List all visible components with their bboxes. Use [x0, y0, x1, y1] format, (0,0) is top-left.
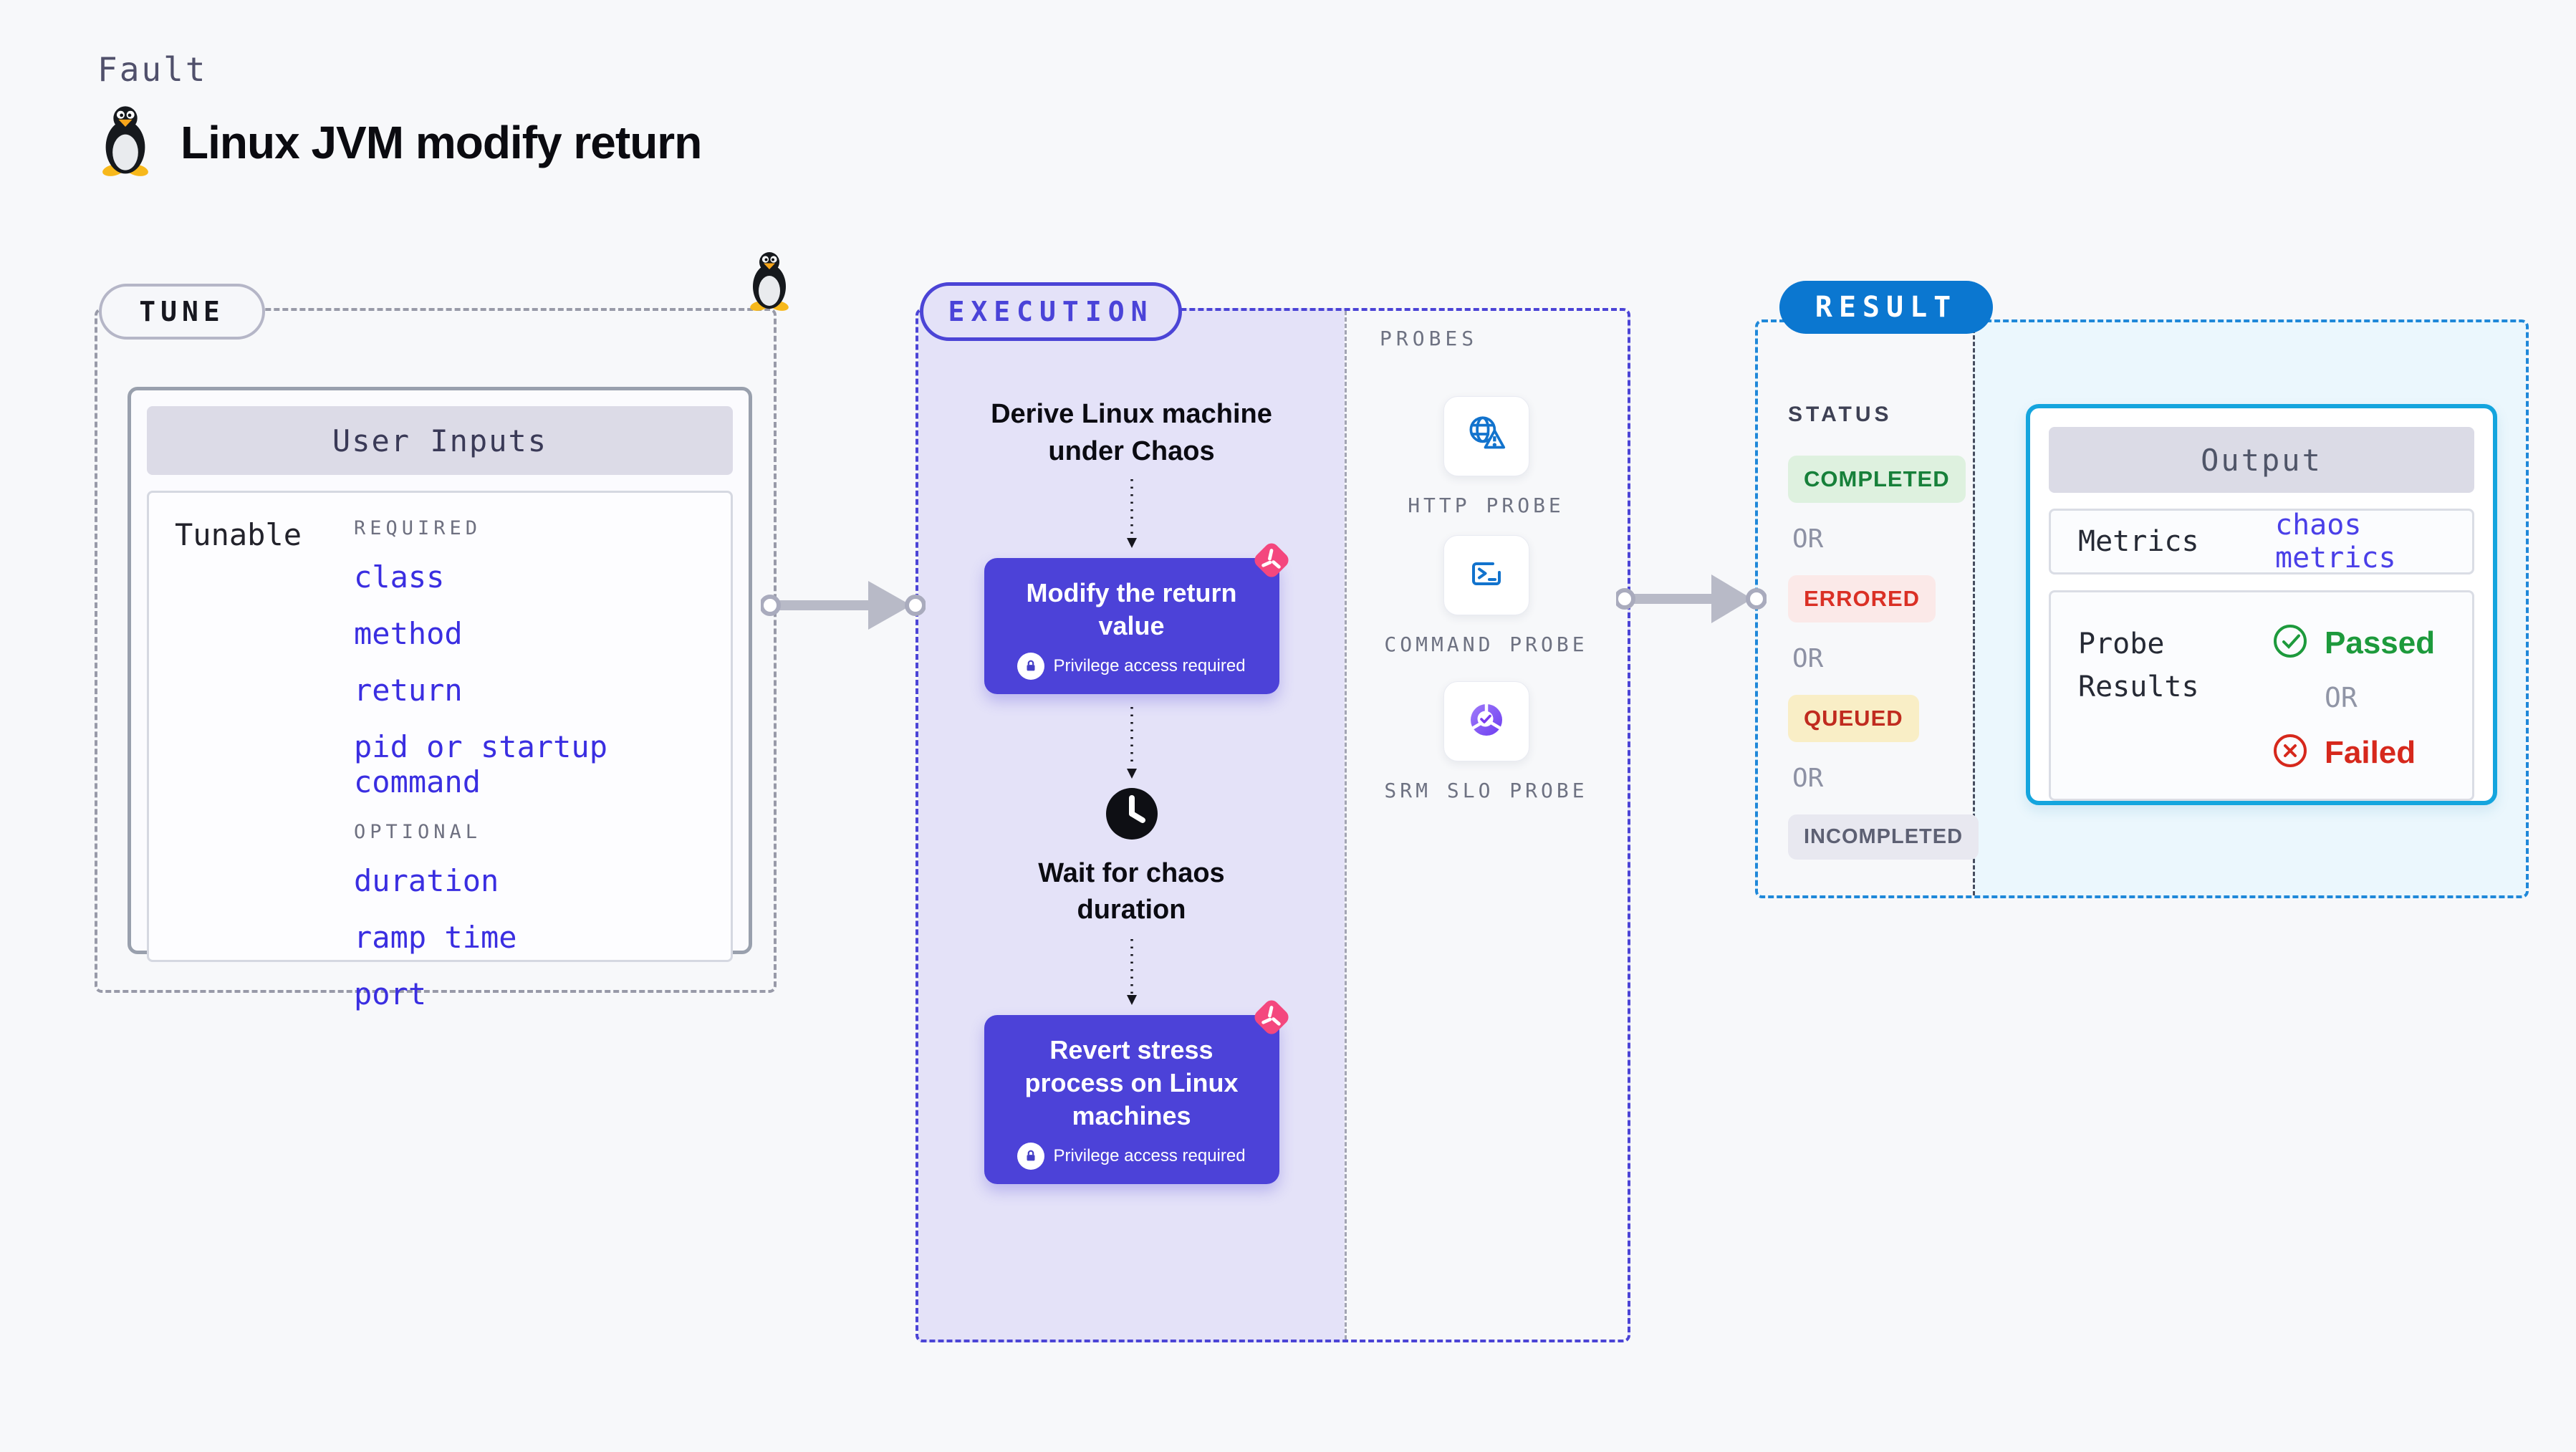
command-probe-label: COMMAND PROBE — [1384, 633, 1588, 656]
srm-slo-probe-card — [1443, 681, 1529, 761]
execution-section-pill: EXECUTION — [920, 282, 1182, 341]
dotted-arrow-icon — [1126, 479, 1137, 548]
privilege-badge: Privilege access required — [1000, 653, 1264, 681]
chaos-fault-icon — [1251, 539, 1292, 581]
check-circle-icon — [2272, 622, 2309, 663]
user-inputs-header: User Inputs — [147, 406, 733, 475]
result-divider — [1973, 322, 1975, 895]
status-heading: STATUS — [1788, 403, 1893, 426]
action-revert-stress: Revert stress process on Linux machines … — [984, 1000, 1289, 1184]
terminal-icon — [1464, 551, 1509, 600]
tunable-item-class[interactable]: class — [354, 559, 445, 595]
probes-heading: PROBES — [1380, 327, 1479, 350]
tunable-item-duration[interactable]: duration — [354, 863, 499, 898]
tune-section-box — [95, 308, 777, 993]
tunable-label: Tunable — [175, 517, 302, 552]
x-circle-icon — [2272, 732, 2309, 773]
user-inputs-card: User Inputs Tunable REQUIRED class metho… — [128, 387, 752, 1011]
metrics-label: Metrics — [2078, 525, 2199, 558]
tunable-item-method[interactable]: method — [354, 616, 463, 651]
page-title: Linux JVM modify return — [181, 116, 702, 168]
fault-kicker: Fault — [97, 50, 208, 89]
command-probe-card — [1443, 535, 1529, 615]
status-badge-queued: QUEUED — [1788, 695, 1919, 742]
dotted-arrow-icon — [1126, 707, 1137, 779]
action-title: Modify the return value — [1026, 577, 1237, 640]
probe-results-row: Probe Results Passed OR — [2049, 590, 2474, 801]
execution-section-box: Derive Linux machine under Chaos — [915, 308, 1630, 1342]
user-inputs-body: Tunable REQUIRED class method return pid… — [147, 491, 733, 1011]
required-heading: REQUIRED — [354, 517, 482, 539]
result-section-pill: RESULT — [1779, 281, 1993, 334]
arrow-tune-to-execution — [761, 581, 926, 630]
status-or: OR — [1792, 524, 1824, 554]
tunable-item-port[interactable]: port — [354, 976, 427, 1011]
tux-icon-small — [746, 251, 792, 311]
tunable-item-return[interactable]: return — [354, 673, 463, 708]
failed-label: Failed — [2325, 734, 2416, 770]
status-or: OR — [1792, 764, 1824, 793]
lock-icon — [1017, 653, 1045, 681]
dotted-arrow-icon — [1126, 938, 1137, 1005]
output-card: Output Metrics chaos metrics Probe Resul… — [2026, 404, 2497, 805]
result-section-box: STATUS COMPLETED OR ERRORED OR QUEUED OR… — [1755, 319, 2529, 898]
status-panel: STATUS COMPLETED OR ERRORED OR QUEUED OR… — [1758, 322, 1979, 881]
status-badge-incompleted: INCOMPLETED — [1788, 814, 1979, 860]
action-modify-return: Modify the return value Privilege access… — [984, 543, 1289, 695]
execution-flow: Derive Linux machine under Chaos — [918, 311, 1345, 1340]
status-or: OR — [1792, 644, 1824, 673]
metrics-row: Metrics chaos metrics — [2049, 509, 2474, 574]
status-badge-errored: ERRORED — [1788, 575, 1936, 622]
flow-step-derive: Derive Linux machine under Chaos — [991, 399, 1272, 467]
arrow-execution-to-result — [1616, 574, 1767, 623]
lock-icon — [1017, 1142, 1045, 1170]
globe-alert-icon — [1463, 411, 1510, 462]
srm-slo-probe-label: SRM SLO PROBE — [1384, 779, 1588, 802]
http-probe-card — [1443, 396, 1529, 476]
optional-heading: OPTIONAL — [354, 821, 482, 843]
failed-row: Failed — [2272, 732, 2435, 773]
privilege-badge: Privilege access required — [1000, 1142, 1264, 1170]
slo-gauge-icon — [1464, 697, 1509, 746]
privilege-badge-label: Privilege access required — [1053, 1145, 1246, 1165]
status-badge-completed: COMPLETED — [1788, 456, 1966, 503]
output-header: Output — [2049, 427, 2474, 493]
probes-panel: PROBES HTTP PR — [1345, 311, 1625, 1340]
clock-icon — [1105, 787, 1158, 844]
http-probe-label: HTTP PROBE — [1408, 494, 1565, 517]
privilege-badge-label: Privilege access required — [1053, 656, 1246, 676]
passed-row: Passed — [2272, 622, 2435, 663]
tunable-item-ramp-time[interactable]: ramp time — [354, 920, 517, 955]
chaos-fault-icon — [1251, 996, 1292, 1038]
flow-step-wait: Wait for chaos duration — [1038, 858, 1225, 925]
tunable-item-pid[interactable]: pid or startup command — [354, 729, 608, 799]
chaos-metrics-link[interactable]: chaos metrics — [2275, 509, 2396, 574]
passed-label: Passed — [2325, 625, 2436, 660]
page-title-row: Linux JVM modify return — [96, 105, 702, 180]
probe-results-label: Probe Results — [2078, 628, 2199, 703]
tune-section-pill: TUNE — [99, 284, 265, 340]
tux-icon — [96, 105, 155, 180]
action-title: Revert stress process on Linux machines — [1024, 1034, 1239, 1130]
probe-results-or: OR — [2325, 682, 2358, 713]
